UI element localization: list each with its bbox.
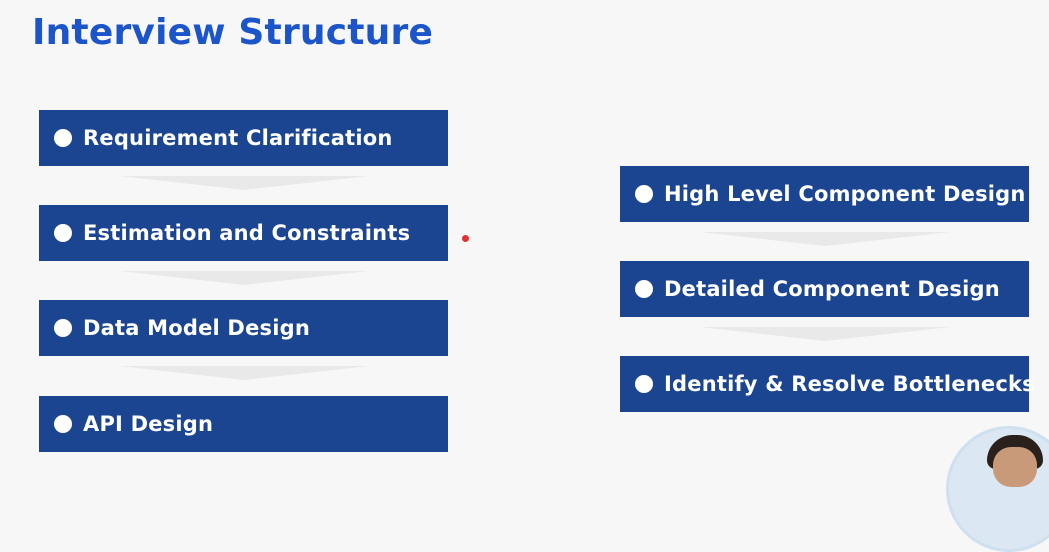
page-title: Interview Structure [32, 12, 434, 53]
bullet-icon [54, 319, 72, 337]
connector-arrow [119, 176, 369, 190]
bullet-icon [54, 415, 72, 433]
bullet-icon [54, 129, 72, 147]
step-api-design: API Design [39, 396, 448, 452]
connector-arrow [700, 232, 950, 246]
step-label: Identify & Resolve Bottlenecks [664, 372, 1035, 396]
step-label: Estimation and Constraints [83, 221, 411, 245]
presenter-avatar [946, 426, 1049, 552]
step-label: Data Model Design [83, 316, 310, 340]
step-label: Requirement Clarification [83, 126, 393, 150]
avatar-face [993, 447, 1037, 487]
step-label: High Level Component Design [664, 182, 1026, 206]
step-label: Detailed Component Design [664, 277, 1000, 301]
connector-arrow [119, 366, 369, 380]
step-requirement-clarification: Requirement Clarification [39, 110, 448, 166]
bullet-icon [635, 185, 653, 203]
connector-arrow [119, 271, 369, 285]
laser-pointer-dot [462, 235, 469, 242]
step-detailed-component-design: Detailed Component Design [620, 261, 1029, 317]
step-high-level-component-design: High Level Component Design [620, 166, 1029, 222]
step-identify-and-resolve-bottlenecks: Identify & Resolve Bottlenecks [620, 356, 1035, 412]
connector-arrow [700, 327, 950, 341]
bullet-icon [635, 280, 653, 298]
bullet-icon [54, 224, 72, 242]
step-label: API Design [83, 412, 214, 436]
step-estimation-and-constraints: Estimation and Constraints [39, 205, 448, 261]
step-data-model-design: Data Model Design [39, 300, 448, 356]
bullet-icon [635, 375, 653, 393]
